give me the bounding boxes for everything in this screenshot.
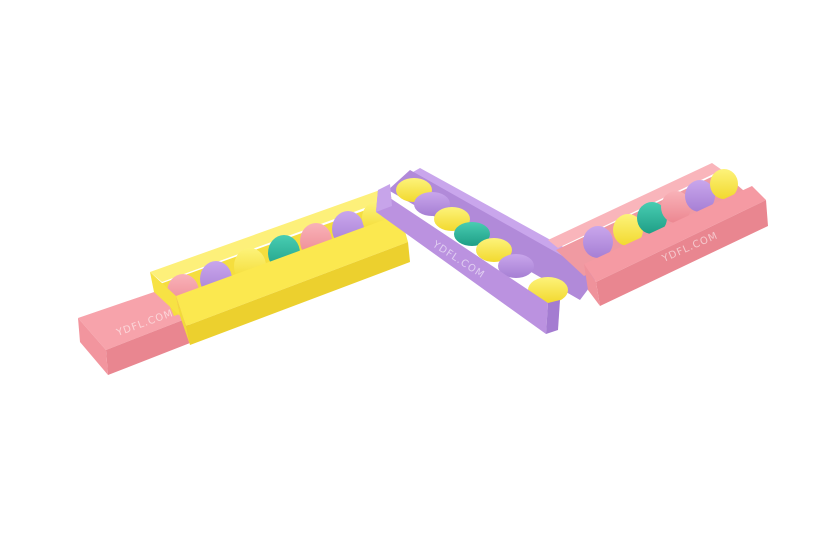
purple-tray-rollers	[396, 178, 568, 303]
purple-roller-tray	[376, 168, 598, 334]
pink-roller-tray	[548, 163, 768, 306]
pink-mat-left	[78, 290, 190, 375]
pink-tray-rollers	[583, 169, 738, 258]
yellow-roller-tray	[150, 190, 410, 345]
